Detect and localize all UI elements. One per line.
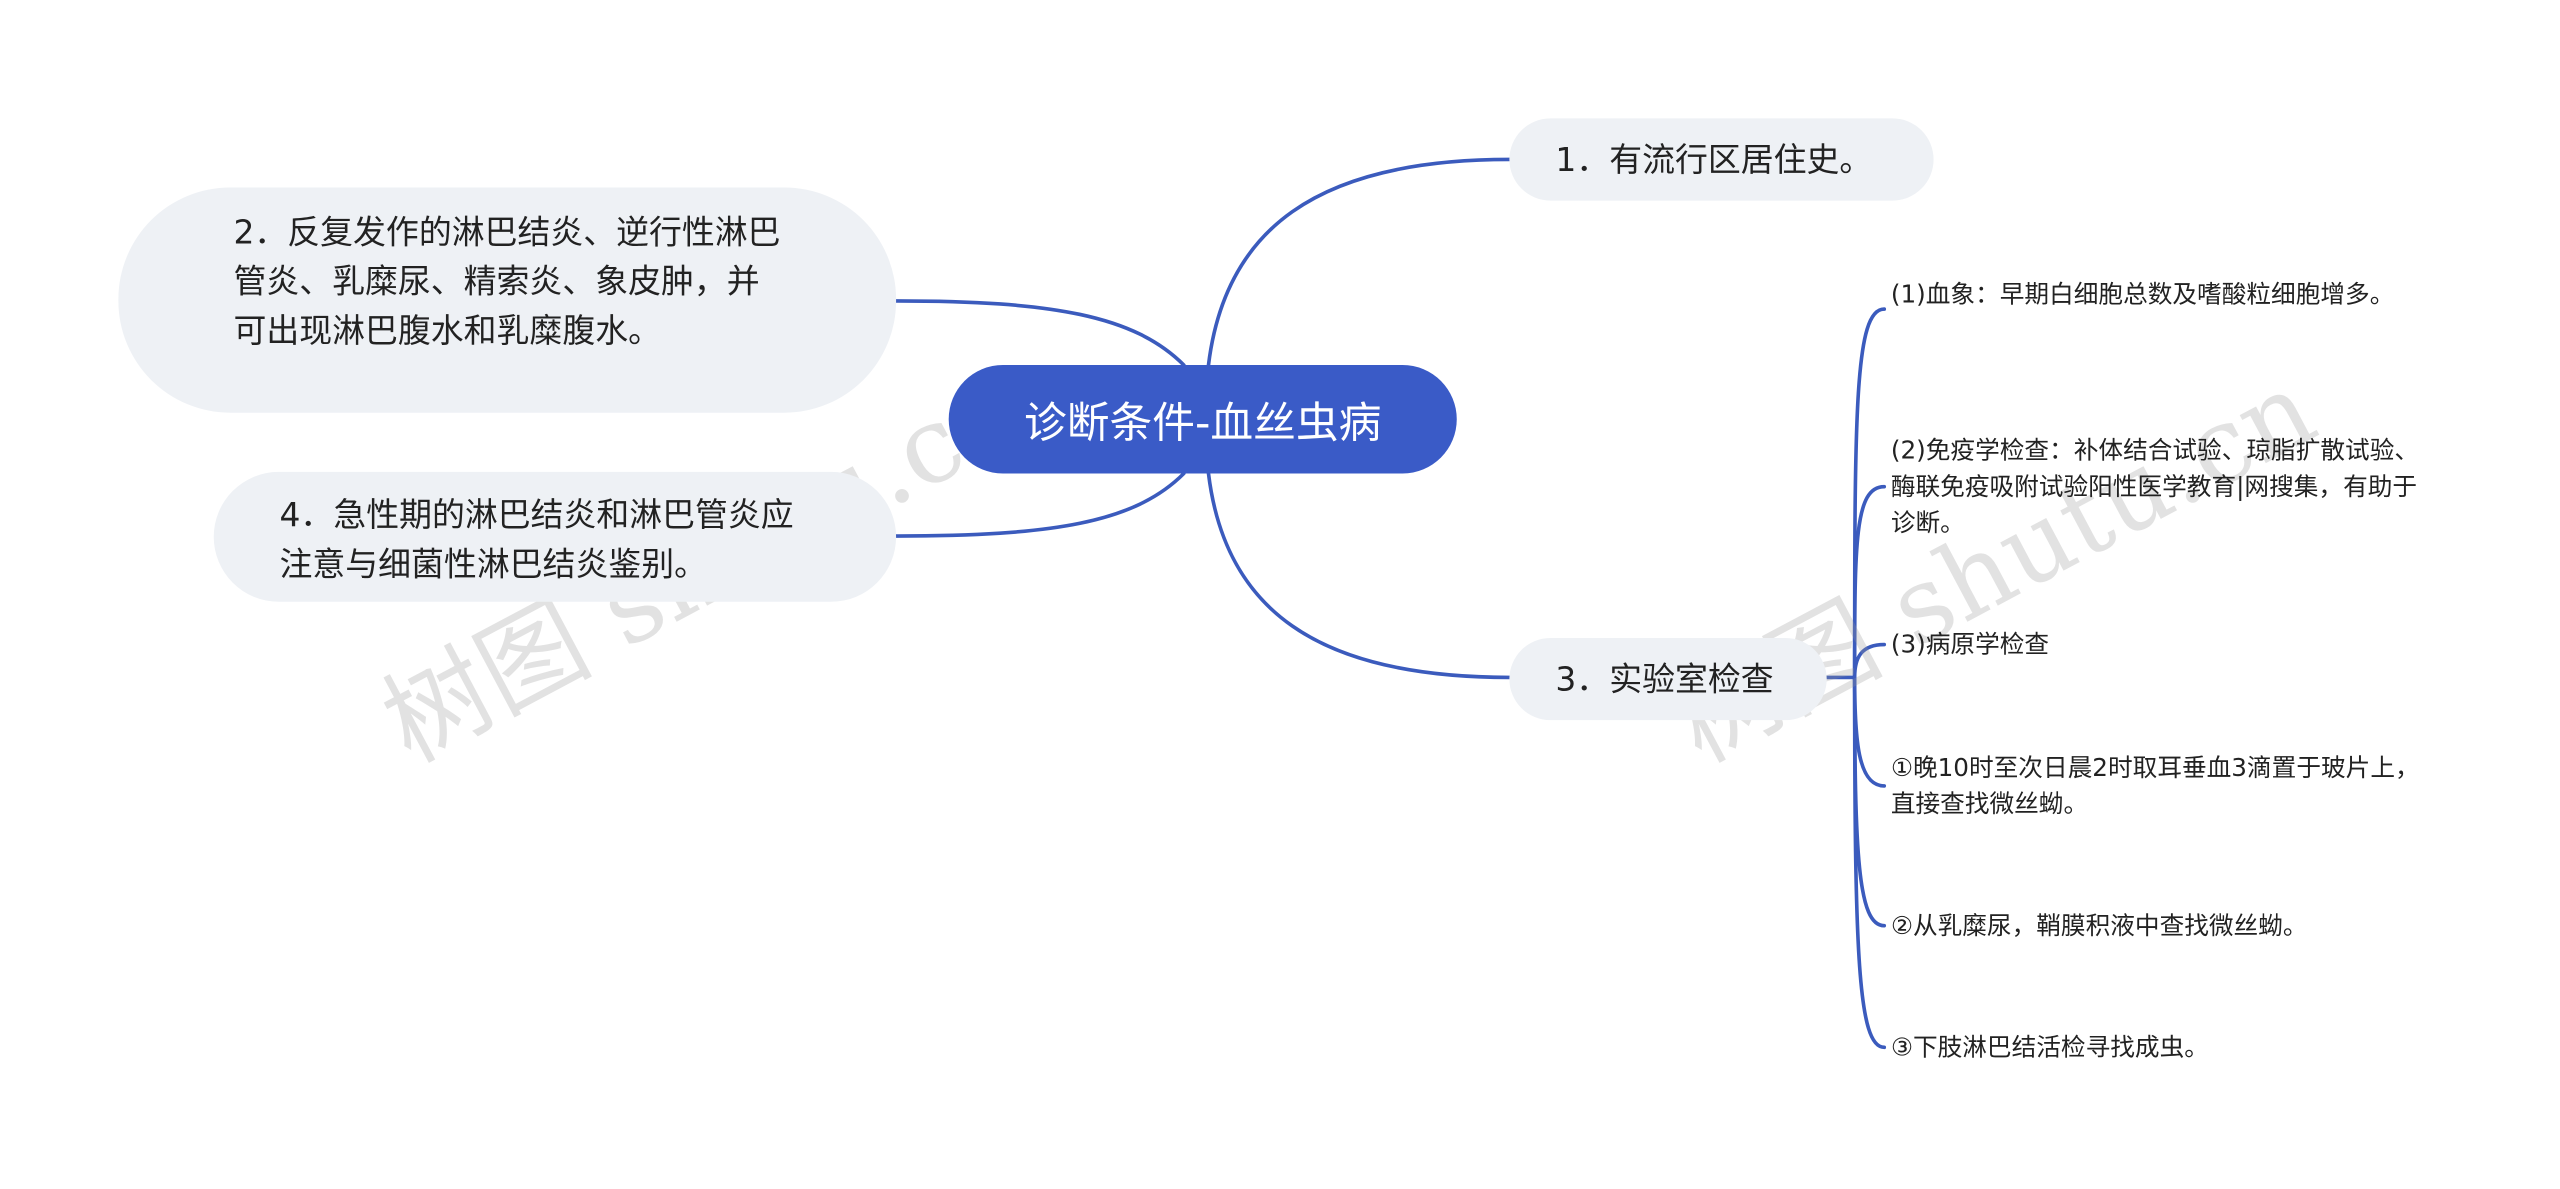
leaf-4[interactable]: ①晚10时至次日晨2时取耳垂血3滴置于玻片上，直接查找微丝蚴。 [1891,750,2434,822]
branch-label-3: 3．实验室检查 [1555,659,1774,699]
leaf-6[interactable]: ③下肢淋巴结活检寻找成虫。 [1891,1029,2434,1065]
root-label: 诊断条件-血丝虫病 [1024,398,1382,449]
branch-label-1: 1．有流行区居住史。 [1555,139,1873,180]
leaf-1[interactable]: (1)血象：早期白细胞总数及嗜酸粒细胞增多。 [1891,276,2434,312]
leaf-label-5: ②从乳糜尿，鞘膜积液中查找微丝蚴。 [1890,910,2308,941]
leaf-2[interactable]: (2)免疫学检查：补体结合试验、琼脂扩散试验、酶联免疫吸附试验阳性医学教育|网搜… [1891,432,2434,541]
link-b3-leaf4 [1852,675,1887,788]
link-b3-leaf6 [1852,675,1887,1050]
link-root-b1 [1206,157,1512,367]
branch-node-4[interactable]: 4．急性期的淋巴结炎和淋巴管炎应注意与细菌性淋巴结炎鉴别。 [213,471,897,602]
link-root-b3 [1206,471,1512,680]
link-b3-leaf5 [1852,675,1887,928]
leaf-label-4: ①晚10时至次日晨2时取耳垂血3滴置于玻片上，直接查找微丝蚴。 [1890,753,2420,819]
branch-node-3[interactable]: 3．实验室检查 [1509,637,1827,721]
leaf-3[interactable]: (3)病原学检查 [1891,626,2434,662]
branch-label-4: 4．急性期的淋巴结炎和淋巴管炎应注意与细菌性淋巴结炎鉴别。 [279,494,794,584]
leaf-5[interactable]: ②从乳糜尿，鞘膜积液中查找微丝蚴。 [1891,908,2434,944]
leaf-label-3: (3)病原学检查 [1890,629,2050,660]
branch-node-2[interactable]: 2．反复发作的淋巴结炎、逆行性淋巴管炎、乳糜尿、精索炎、象皮肿，并可出现淋巴腹水… [118,187,897,413]
branch-node-1[interactable]: 1．有流行区居住史。 [1509,118,1934,201]
leaf-label-6: ③下肢淋巴结活检寻找成虫。 [1890,1032,2209,1063]
root-node[interactable]: 诊断条件-血丝虫病 [948,365,1457,474]
link-root-b2 [894,299,1186,367]
link-b3-leaf3 [1852,642,1887,680]
branch-label-2: 2．反复发作的淋巴结炎、逆行性淋巴管炎、乳糜尿、精索炎、象皮肿，并可出现淋巴腹水… [233,212,781,351]
leaf-label-1: (1)血象：早期白细胞总数及嗜酸粒细胞增多。 [1890,279,2395,310]
link-root-b4 [894,471,1186,538]
leaf-label-2: (2)免疫学检查：补体结合试验、琼脂扩散试验、酶联免疫吸附试验阳性医学教育|网搜… [1890,435,2420,538]
link-b3-leaf2 [1852,484,1887,680]
